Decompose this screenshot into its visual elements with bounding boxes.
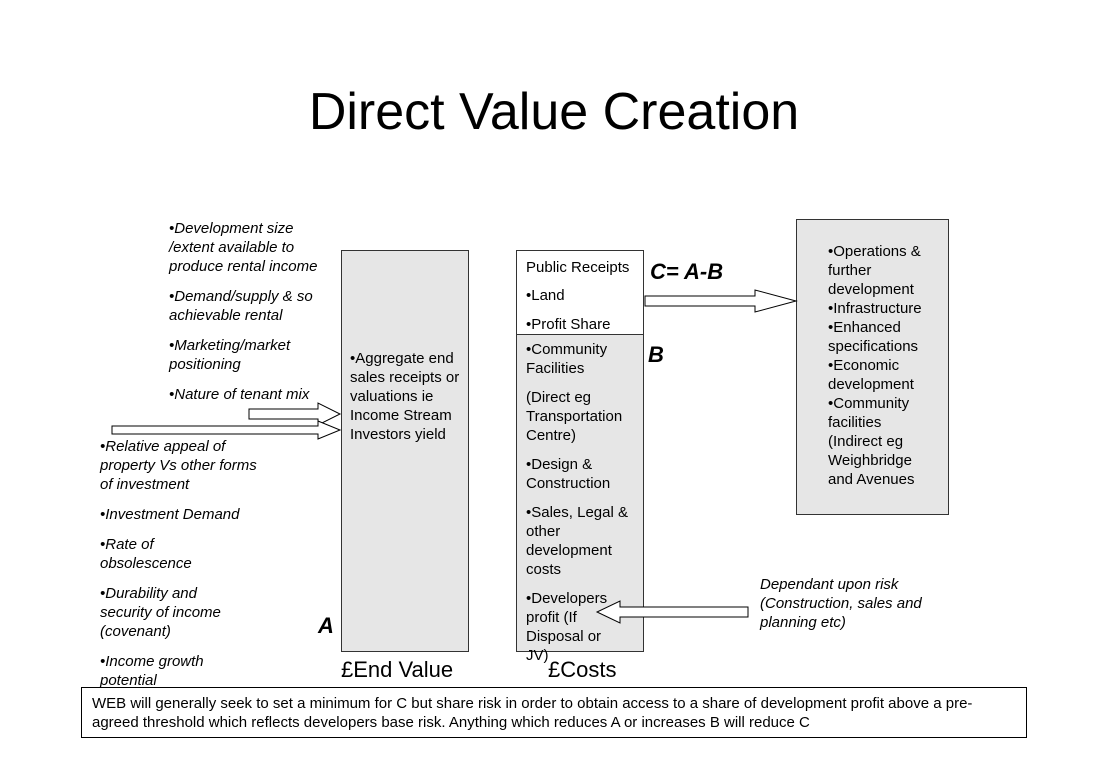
upper-factor-list: •Development size /extent available to p… — [169, 219, 339, 415]
land-item: •Land — [526, 287, 565, 304]
factor-item: •Demand/supply & so achievable rental — [169, 288, 313, 324]
cost-item: •Design & Construction — [526, 456, 611, 492]
page-title: Direct Value Creation — [308, 83, 800, 141]
footer-note-box: WEB will generally seek to set a minimum… — [81, 687, 1027, 738]
end-value-text: •Aggregate end sales receipts or valuati… — [350, 350, 460, 443]
arrow-lower-factors — [111, 420, 342, 440]
factor-item: •Nature of tenant mix — [169, 386, 310, 403]
value-uses-list: •Operations & further development •Infra… — [828, 242, 943, 489]
marker-b: B — [648, 342, 664, 367]
value-uses-box: •Operations & further development •Infra… — [796, 219, 949, 515]
cost-item: •Developers profit (If Disposal or JV) — [526, 590, 608, 664]
end-value-box: •Aggregate end sales receipts or valuati… — [341, 250, 469, 652]
factor-item: •Durability and security of income (cove… — [100, 585, 221, 640]
value-use-item: •Community facilities — [828, 395, 910, 431]
end-value-caption: £End Value — [341, 657, 454, 682]
cost-item: •Community Facilities — [526, 341, 608, 377]
public-receipts-label: Public Receipts — [526, 259, 630, 276]
arrow-risk-to-profit — [595, 600, 749, 624]
lower-factor-list: •Relative appeal of property Vs other fo… — [100, 437, 265, 701]
factor-item: •Development size /extent available to p… — [169, 220, 318, 275]
profit-share-item: •Profit Share — [526, 316, 611, 333]
risk-note: Dependant upon risk (Construction, sales… — [760, 576, 922, 631]
cost-item: •Sales, Legal & other development costs — [526, 504, 628, 578]
value-use-item: •Infrastructure — [828, 300, 922, 317]
factor-item: •Investment Demand — [100, 506, 240, 523]
footer-note: WEB will generally seek to set a minimum… — [92, 695, 973, 731]
marker-a: A — [318, 613, 334, 638]
factor-item: •Income growth potential — [100, 653, 204, 689]
arrow-upper-factors — [248, 402, 342, 426]
formula-label: C= A-B — [650, 259, 724, 284]
cost-item: (Direct eg Transportation Centre) — [526, 389, 623, 444]
factor-item: •Marketing/market positioning — [169, 337, 291, 373]
value-use-item: •Economic development — [828, 357, 914, 393]
cost-item-list: •Community Facilities (Direct eg Transpo… — [526, 340, 642, 675]
factor-item: •Relative appeal of property Vs other fo… — [100, 438, 257, 493]
factor-item: •Rate of obsolescence — [100, 536, 192, 572]
value-use-item: •Operations & further development — [828, 243, 921, 298]
value-use-item: (Indirect eg Weighbridge and Avenues — [828, 433, 915, 488]
arrow-to-value-uses — [644, 289, 798, 313]
costs-box: Public Receipts •Land •Profit Share •Com… — [516, 250, 644, 664]
public-receipts-section: Public Receipts •Land •Profit Share — [517, 251, 643, 335]
costs-caption: £Costs — [548, 657, 617, 682]
value-use-item: •Enhanced specifications — [828, 319, 919, 355]
